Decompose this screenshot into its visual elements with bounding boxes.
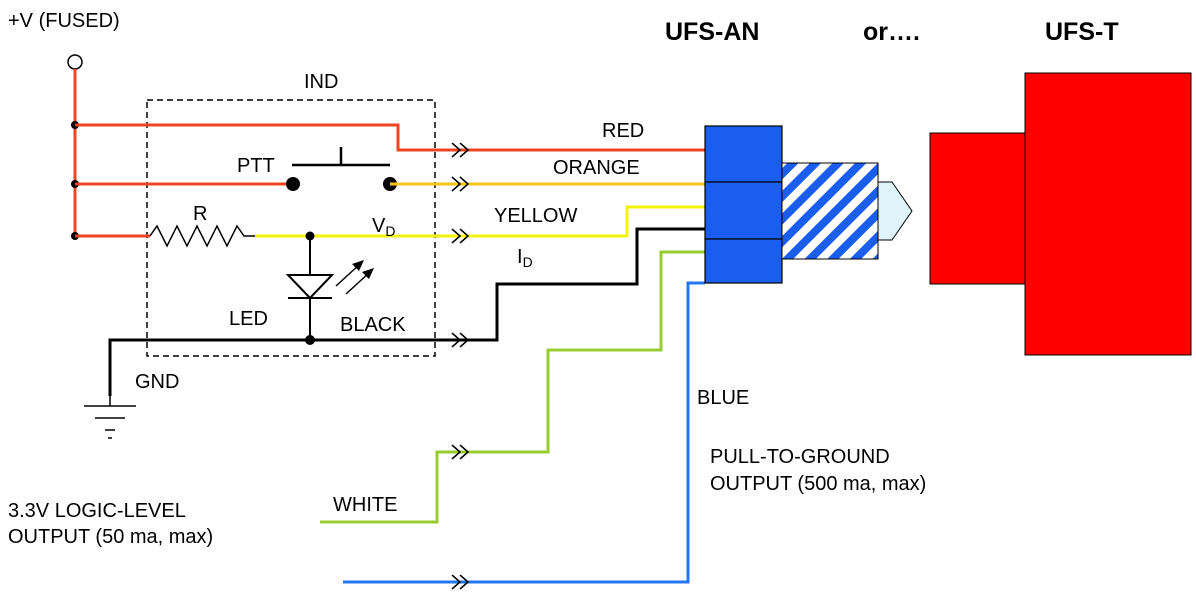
connector-chevron xyxy=(451,142,462,158)
supply-terminal xyxy=(67,54,83,70)
ufs-t-rear-body xyxy=(1024,72,1192,356)
red-wire-label: RED xyxy=(602,120,644,142)
model-an-label: UFS-AN xyxy=(665,18,759,46)
connector-marks xyxy=(451,142,470,590)
ufs-t-front-body xyxy=(929,132,1026,285)
white-wire xyxy=(320,250,705,524)
led-label: LED xyxy=(229,308,268,330)
ind-box xyxy=(146,99,436,357)
connector-chevron xyxy=(451,574,462,590)
led-emission-arrowhead xyxy=(362,268,374,279)
connector-chevron xyxy=(459,444,470,460)
led-emission-arrowhead xyxy=(352,260,364,271)
yellow-wire-label: YELLOW xyxy=(494,205,577,227)
pull-output-line2: OUTPUT (500 ma, max) xyxy=(710,473,926,495)
black-wire-label: BLACK xyxy=(340,314,406,336)
connector-chevron xyxy=(451,332,462,348)
black-wire xyxy=(108,227,705,396)
connector-chevron xyxy=(459,176,470,192)
ind-label: IND xyxy=(304,71,338,93)
ptt-label: PTT xyxy=(237,155,275,177)
connector-chevron xyxy=(459,228,470,244)
model-t-label: UFS-T xyxy=(1045,18,1119,46)
connector-block-top xyxy=(704,125,783,183)
orange-wire-label: ORANGE xyxy=(553,157,640,179)
connector-block-middle xyxy=(704,181,783,240)
connector-chevron xyxy=(459,574,470,590)
sensor-tip xyxy=(877,181,913,241)
logic-output-line2: OUTPUT (50 ma, max) xyxy=(8,526,213,548)
white-wire-label: WHITE xyxy=(333,494,397,516)
supply-label: +V (FUSED) xyxy=(8,10,120,32)
resistor-symbol xyxy=(149,224,255,248)
ptt-contact-left xyxy=(286,177,300,191)
logic-output-line1: 3.3V LOGIC-LEVEL xyxy=(8,500,186,522)
connector-chevron xyxy=(451,228,462,244)
blue-wire-label: BLUE xyxy=(697,387,749,409)
connector-chevron xyxy=(459,332,470,348)
or-label: or…. xyxy=(863,18,920,46)
gnd-label: GND xyxy=(135,371,179,393)
vd-label: VD xyxy=(372,215,395,239)
connector-block-bottom xyxy=(704,238,783,284)
sensor-thread xyxy=(781,162,879,260)
pull-output-line1: PULL-TO-GROUND xyxy=(710,446,890,468)
resistor-label: R xyxy=(193,203,207,225)
blue-wire xyxy=(343,281,705,584)
yellow-wire xyxy=(255,205,705,238)
led-symbol xyxy=(285,274,335,300)
connector-chevron xyxy=(451,444,462,460)
connector-chevron xyxy=(451,176,462,192)
id-label: ID xyxy=(517,246,533,270)
connector-chevron xyxy=(459,142,470,158)
red-wire xyxy=(75,123,705,152)
